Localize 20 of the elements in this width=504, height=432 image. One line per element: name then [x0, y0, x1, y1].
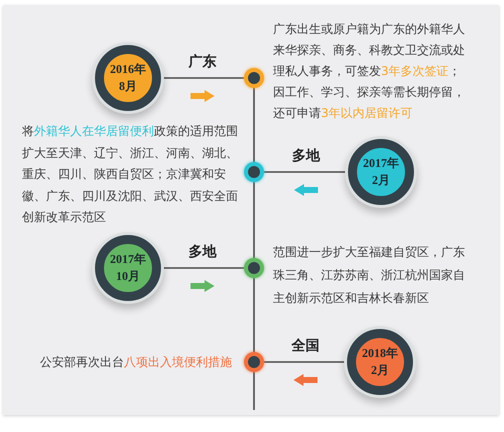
date-label: 2017年10月 — [109, 251, 147, 285]
date-label: 2016年8月 — [109, 61, 147, 95]
description-text: 将外籍华人在华居留便利政策的适用范围扩大至天津、辽宁、浙江、河南、湖北、重庆、四川、陕西自贸区；京津冀和安徽、广东、四川及沈阳、武汉、西安全面创新改革示范区 — [22, 123, 239, 226]
timeline-line — [253, 372, 255, 410]
edge-label: 广东 — [188, 53, 216, 71]
edge-label: 多地 — [292, 147, 320, 165]
connector-line — [161, 267, 244, 269]
connector-line — [161, 77, 244, 79]
description-text: 广东出生或原户籍为广东的外籍华人来华探亲、商务、科教文卫交流或处理私人事务，可签发3年多次签证；因工作、学习、探亲等需长期停留，还可申请3年以内居留许可 — [273, 21, 466, 122]
description-text: 公安部再次出台八项出入境便利措施 — [39, 354, 232, 371]
timeline-line — [253, 278, 255, 352]
connector-line — [264, 361, 347, 363]
timeline-line — [253, 182, 255, 258]
date-label: 2018年2月 — [361, 345, 399, 379]
connector-line — [264, 171, 348, 173]
timeline-line — [253, 88, 255, 162]
edge-label: 多地 — [188, 243, 216, 261]
edge-label: 全国 — [292, 337, 320, 355]
description-text: 范围进一步扩大至福建自贸区，广东珠三角、江苏苏南、浙江杭州国家自主创新示范区和吉林长春新区 — [273, 244, 466, 307]
date-label: 2017年2月 — [362, 155, 400, 189]
